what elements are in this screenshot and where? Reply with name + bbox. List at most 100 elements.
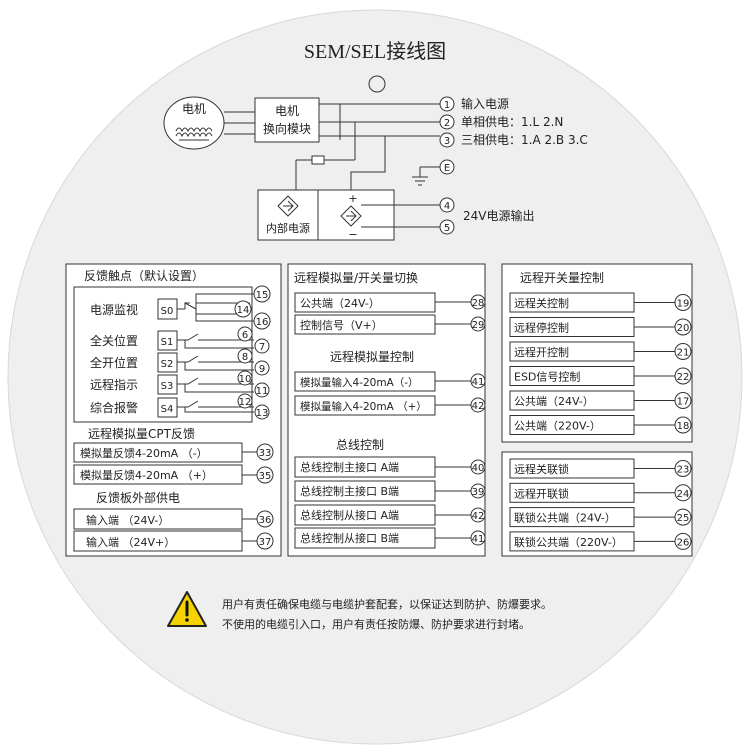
ext-power-row-minus: 输入端 （24V-） — [73, 508, 257, 530]
svg-text:35: 35 — [259, 471, 272, 482]
terminal-33: 33 — [256, 443, 274, 461]
svg-text:11: 11 — [256, 386, 269, 397]
svg-text:1: 1 — [444, 100, 450, 111]
svg-text:模拟量输入4-20mA（-）: 模拟量输入4-20mA（-） — [300, 376, 419, 389]
polarity-minus: − — [348, 228, 357, 241]
svg-text:模拟量反馈4-20mA （+）: 模拟量反馈4-20mA （+） — [80, 468, 213, 482]
terminal-6: 6 — [237, 326, 253, 342]
terminal-1-label: 输入电源 — [461, 96, 509, 111]
terminal-42b: 42 — [470, 507, 486, 523]
terminal-5: 5 — [439, 219, 455, 235]
terminal-28: 28 — [470, 294, 486, 310]
remote-switch-row: ESD信号控制 22 — [509, 366, 692, 386]
row-label: 联锁公共端（24V-） — [514, 511, 616, 525]
polarity-plus: + — [348, 192, 357, 205]
terminal-4: 4 — [439, 197, 455, 213]
terminal-39: 39 — [470, 483, 486, 499]
svg-text:4: 4 — [444, 201, 450, 212]
terminal-23: 23 — [674, 460, 692, 477]
svg-text:42: 42 — [472, 511, 485, 522]
svg-text:41: 41 — [472, 377, 485, 388]
terminal-3-label: 三相供电：1.A 2.B 3.C — [461, 133, 588, 147]
terminal-41a: 41 — [470, 373, 486, 389]
remote-switch-title: 远程开关量控制 — [520, 270, 604, 285]
svg-text:S3: S3 — [161, 381, 174, 392]
internal-power-box: 内部电源 + − — [257, 189, 395, 241]
terminal-15: 15 — [253, 285, 271, 303]
svg-text:41: 41 — [472, 534, 485, 545]
terminal-42a: 42 — [470, 397, 486, 413]
reverse-module-line2: 换向模块 — [263, 121, 311, 136]
svg-text:20: 20 — [677, 323, 690, 334]
remote-switch-row: 远程关控制 19 — [509, 292, 692, 313]
remote-switch-row: 公共端（220V-）18 — [509, 415, 692, 435]
terminal-19: 19 — [674, 294, 692, 311]
contact-row-power-monitor: 电源监视 S0 — [90, 298, 250, 320]
svg-text:E: E — [444, 163, 450, 174]
external-power-title: 反馈板外部供电 — [96, 490, 180, 505]
analog-switch-signal-row: 控制信号（V+） — [294, 314, 471, 335]
row-label: ESD信号控制 — [514, 370, 580, 384]
terminal-22: 22 — [674, 367, 692, 385]
svg-text:42: 42 — [472, 401, 485, 412]
svg-text:公共端（24V-）: 公共端（24V-） — [300, 297, 380, 310]
motor-label: 电机 — [182, 102, 206, 116]
svg-text:电源监视: 电源监视 — [90, 302, 138, 317]
cpt-row-plus: 模拟量反馈4-20mA （+） — [73, 464, 257, 485]
svg-text:33: 33 — [259, 448, 272, 459]
terminal-9: 9 — [254, 360, 270, 376]
svg-text:S4: S4 — [161, 404, 174, 415]
terminal-41b: 41 — [470, 530, 486, 546]
terminal-24: 24 — [674, 484, 692, 502]
svg-text:S0: S0 — [161, 306, 174, 317]
terminal-17: 17 — [674, 392, 692, 409]
svg-text:16: 16 — [256, 317, 269, 328]
terminal-21: 21 — [674, 343, 692, 360]
terminal-25: 25 — [674, 508, 692, 526]
row-label: 远程停控制 — [514, 321, 569, 335]
svg-text:6: 6 — [242, 330, 248, 341]
reverse-module: 电机 换向模块 — [254, 97, 320, 143]
bus-control-title: 总线控制 — [336, 438, 384, 452]
terminal-1: 1 — [439, 96, 455, 112]
svg-text:7: 7 — [259, 342, 265, 353]
row-label: 远程关控制 — [514, 296, 569, 310]
svg-text:39: 39 — [472, 487, 485, 498]
motor-coil-icon — [175, 127, 213, 141]
terminal-26: 26 — [674, 532, 692, 550]
svg-text:28: 28 — [472, 298, 485, 309]
warning-triangle-icon — [167, 591, 207, 627]
svg-text:40: 40 — [472, 463, 485, 474]
row-label: 公共端（220V-） — [514, 420, 601, 433]
terminal-37: 37 — [256, 532, 274, 550]
svg-text:22: 22 — [677, 372, 690, 383]
remote-switch-row: 公共端（24V-）17 — [509, 390, 692, 411]
svg-text:36: 36 — [259, 515, 272, 526]
internal-power-label: 内部电源 — [266, 221, 310, 235]
contact-row-remote-indication: 远程指示 S3 — [90, 374, 254, 395]
reverse-module-line1: 电机 — [275, 104, 299, 118]
svg-text:29: 29 — [472, 320, 485, 331]
fuse — [311, 155, 325, 165]
svg-text:模拟量反馈4-20mA （-）: 模拟量反馈4-20mA （-） — [80, 446, 208, 460]
svg-text:总线控制主接口 B端: 总线控制主接口 B端 — [300, 484, 399, 498]
interlock-row: 联锁公共端（24V-） 25 — [509, 507, 692, 528]
svg-text:10: 10 — [239, 374, 252, 385]
feedback-contacts-title: 反馈触点（默认设置） — [84, 268, 204, 283]
svg-text:37: 37 — [259, 537, 272, 548]
svg-text:控制信号（V+）: 控制信号（V+） — [300, 318, 383, 332]
dc-supply-icon — [340, 205, 362, 227]
terminal-20: 20 — [674, 318, 692, 336]
svg-text:3: 3 — [444, 136, 450, 147]
ground-icon — [412, 166, 440, 186]
bus-slave-a-row: 总线控制从接口 A端 — [294, 504, 471, 526]
mounting-hole — [368, 75, 386, 93]
terminal-14: 14 — [234, 300, 252, 318]
svg-text:8: 8 — [242, 352, 248, 363]
contact-row-general-alarm: 综合报警 S4 — [90, 397, 254, 418]
svg-text:2: 2 — [444, 118, 450, 129]
terminal-36: 36 — [256, 510, 274, 528]
svg-text:全关位置: 全关位置 — [90, 333, 138, 348]
svg-text:24: 24 — [677, 489, 690, 500]
